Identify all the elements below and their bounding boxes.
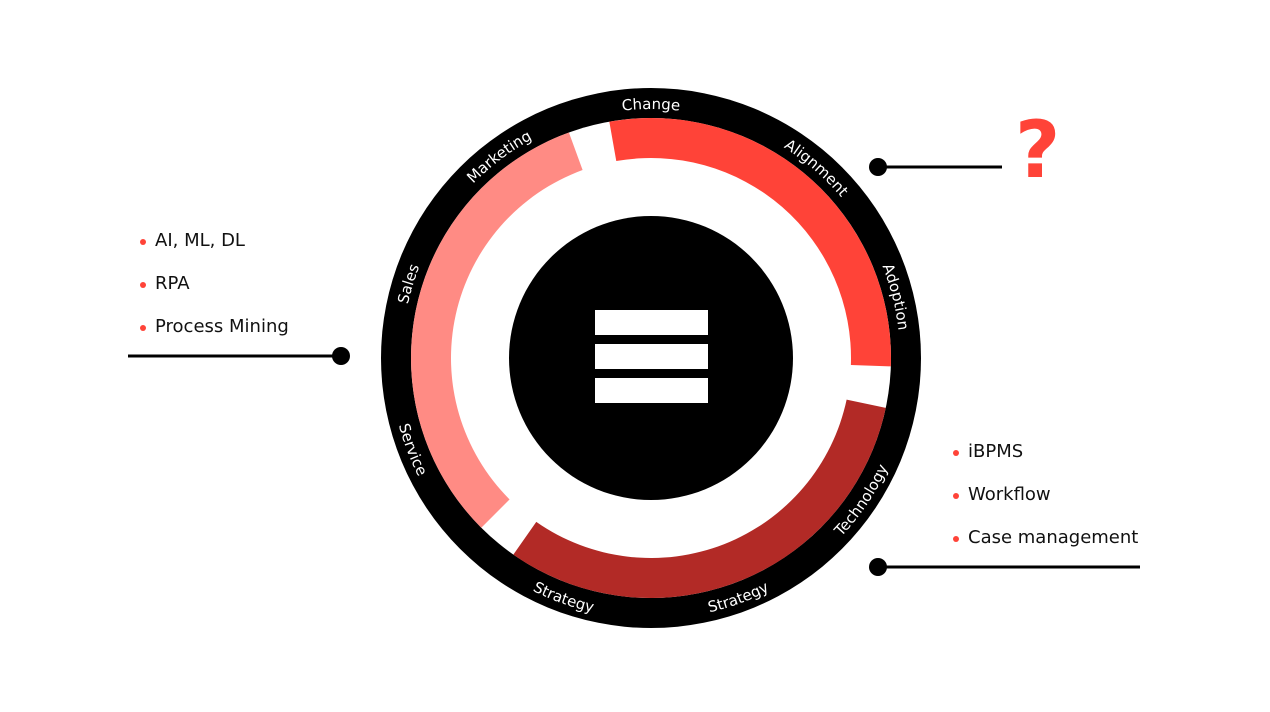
right-bullet-list: iBPMS Workflow Case management xyxy=(953,441,1139,570)
list-item: iBPMS xyxy=(953,441,1138,484)
list-item: Workflow xyxy=(953,484,1138,527)
bullet-icon xyxy=(953,450,959,456)
bullet-icon xyxy=(953,493,959,499)
left-connector xyxy=(128,347,350,365)
list-item-text: Case management xyxy=(968,527,1139,548)
list-item-text: Workflow xyxy=(968,484,1051,505)
list-item-text: Process Mining xyxy=(155,316,289,337)
list-item: Process Mining xyxy=(140,316,289,359)
ring-segment xyxy=(411,132,583,528)
ring-segment xyxy=(609,118,892,367)
list-item-text: AI, ML, DL xyxy=(155,230,245,251)
bottom-right-connector xyxy=(869,558,1140,576)
bullet-icon xyxy=(140,282,146,288)
bullet-icon xyxy=(140,325,146,331)
list-item-text: RPA xyxy=(155,273,190,294)
bullet-icon xyxy=(140,239,146,245)
segments xyxy=(411,118,892,599)
list-item: AI, ML, DL xyxy=(140,230,289,273)
top-right-connector xyxy=(869,158,1002,176)
ring-label: Change xyxy=(621,95,681,115)
bullet-icon xyxy=(953,536,959,542)
left-bullet-list: AI, ML, DL RPA Process Mining xyxy=(140,230,289,359)
list-item-text: iBPMS xyxy=(968,441,1024,462)
list-item: Case management xyxy=(953,527,1139,570)
question-mark-icon: ? xyxy=(1015,106,1061,196)
list-item: RPA xyxy=(140,273,289,316)
menu-bars-icon xyxy=(595,310,708,403)
ring-segment xyxy=(513,399,886,599)
